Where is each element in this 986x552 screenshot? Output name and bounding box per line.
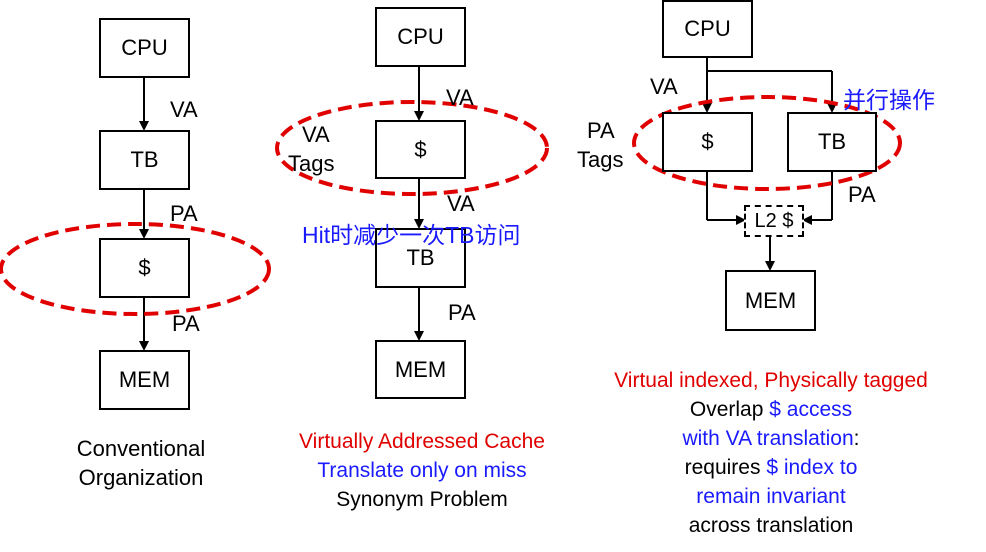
label-pa-tags-right-line-2: Tags <box>577 147 624 172</box>
tb-box-middle: TB <box>375 228 466 288</box>
label-pa-left-1: PA <box>170 201 198 226</box>
cache-box-right: $ <box>662 112 753 172</box>
highlight-ellipse-right <box>632 95 902 191</box>
label-pa-right: PA <box>848 182 876 207</box>
cache-box-middle: $ <box>375 120 466 179</box>
caption-right-line-5: remain invariant <box>696 485 846 508</box>
caption-right-line-6: across translation <box>688 514 854 537</box>
caption-middle-line-1: Virtually Addressed Cache <box>299 430 545 453</box>
annotation-hit-middle: Hit时减少一次TB访问 <box>302 222 521 248</box>
label-va-middle-1: VA <box>446 85 474 110</box>
caption-right-line-2-b: $ access <box>769 398 853 421</box>
label-pa-tags-right: PA Tags <box>577 116 623 174</box>
label-va-tags-middle: VA Tags <box>288 120 334 178</box>
label-va-left: VA <box>170 97 198 122</box>
highlight-ellipse-left <box>0 222 271 316</box>
label-pa-middle: PA <box>448 300 476 325</box>
tb-box-right: TB <box>787 112 877 172</box>
annotation-parallel-right: 并行操作 <box>843 87 935 113</box>
cpu-box-right: CPU <box>662 0 753 58</box>
caption-right-line-4-b: $ index to <box>766 456 858 479</box>
caption-middle-line-3: Synonym Problem <box>336 488 508 511</box>
label-va-middle-2: VA <box>447 191 475 216</box>
caption-left-line-1: Conventional <box>76 436 206 461</box>
caption-right-line-3: with VA translation: <box>575 424 967 453</box>
l2-cache-box-right: L2 $ <box>744 205 804 237</box>
caption-right-line-4: requires $ index to <box>575 453 967 482</box>
mem-box-left: MEM <box>99 350 190 410</box>
label-va-right: VA <box>650 74 678 99</box>
caption-left: Conventional Organization <box>55 434 227 492</box>
mem-box-middle: MEM <box>375 340 466 399</box>
caption-middle-line-2: Translate only on miss <box>317 459 527 482</box>
label-pa-left-2: PA <box>172 311 200 336</box>
label-pa-tags-right-line-1: PA <box>587 118 615 143</box>
caption-right-line-3-b: : <box>853 427 860 450</box>
tb-box-left: TB <box>99 130 190 190</box>
caption-right-line-1: Virtual indexed, Physically tagged <box>614 369 928 392</box>
caption-left-line-2: Organization <box>78 465 204 490</box>
cache-box-left: $ <box>99 238 190 298</box>
cpu-box-left: CPU <box>99 18 190 78</box>
caption-middle: Virtually Addressed Cache Translate only… <box>262 427 582 514</box>
cpu-box-middle: CPU <box>375 7 466 67</box>
label-va-tags-middle-line-1: VA <box>302 122 330 147</box>
label-va-tags-middle-line-2: Tags <box>288 151 335 176</box>
caption-right-line-2: Overlap $ access <box>575 395 967 424</box>
caption-right-line-2-a: Overlap <box>689 398 770 421</box>
highlight-ellipse-middle <box>275 100 549 196</box>
caption-right-line-3-a: with VA translation <box>682 427 854 450</box>
caption-right-line-4-a: requires <box>684 456 767 479</box>
caption-right: Virtual indexed, Physically tagged Overl… <box>575 366 967 540</box>
mem-box-right: MEM <box>725 270 816 331</box>
